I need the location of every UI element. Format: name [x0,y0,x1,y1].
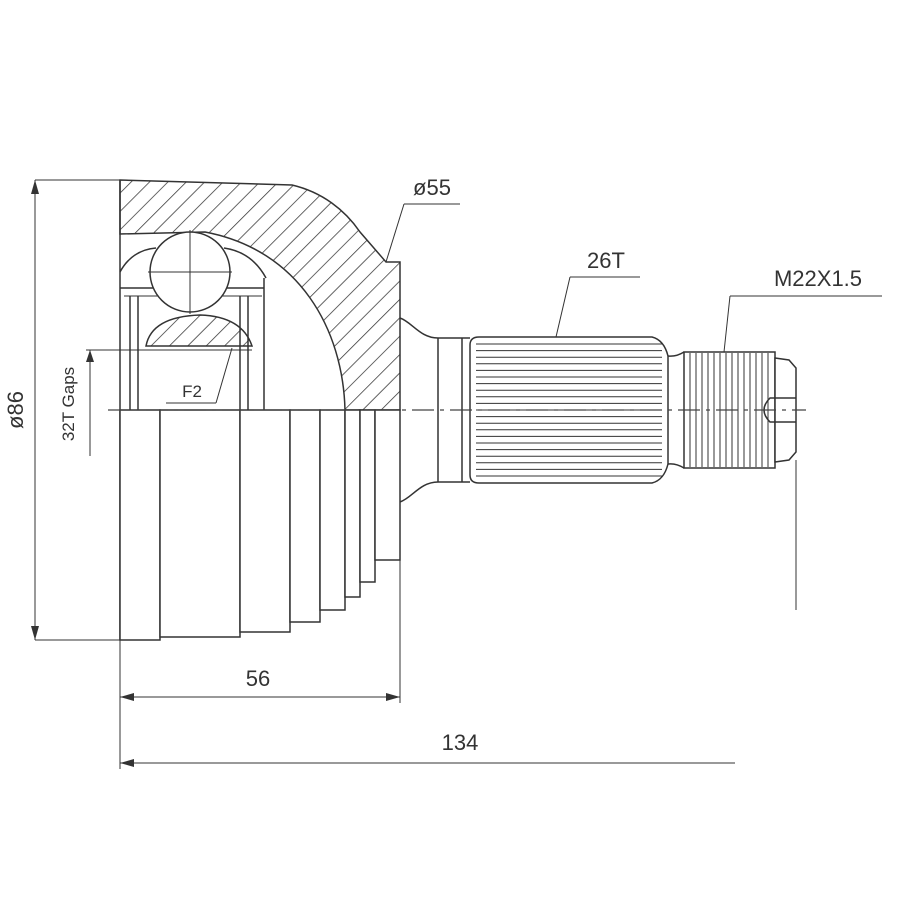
thread-callout: M22X1.5 [723,266,882,353]
neck-bottom [399,481,470,503]
spline-teeth-callout: 26T [555,248,640,338]
outer-diameter-dimension: ø86 [3,179,120,641]
housing-length-label: 56 [246,666,270,691]
arrow-up [86,350,94,362]
housing-band [289,409,321,623]
housing-band [344,409,361,598]
shaft-diameter-callout: ø55 [385,175,460,263]
shaft-diameter-label: ø55 [413,175,451,200]
total-length-label: 134 [442,730,479,755]
housing-band [239,409,291,633]
transition-bottom [667,463,685,469]
inner-race-hatched [145,314,254,347]
housing-band [119,409,161,641]
f2-callout: F2 [166,347,233,404]
inner-teeth-dimension: 32T Gaps [59,349,252,456]
outer-diameter-label: ø86 [3,391,28,429]
total-length-dimension: 134 [120,460,797,767]
f2-leader [215,347,233,404]
outer-housing [119,179,401,641]
ball-cage-assembly [119,230,267,410]
thread-label: M22X1.5 [774,266,862,291]
transition-top [667,351,685,357]
spline-teeth-label: 26T [587,248,625,273]
arrow-down [31,626,39,640]
callout-leader [723,295,731,353]
housing-band [374,409,401,561]
housing-band [319,409,346,611]
cage-arc-left [119,247,157,273]
arrow-right [386,693,400,701]
housing-band [359,409,376,583]
inner-teeth-label: 32T Gaps [59,367,78,441]
callout-leader [385,203,405,263]
housing-length-dimension: 56 [119,560,401,769]
neck-top [399,317,470,339]
arrow-left [120,759,134,767]
f2-label: F2 [182,382,202,401]
arrow-up [31,180,39,194]
callout-leader [555,276,571,338]
cage-arc-right [223,247,267,279]
housing-section-hatched [119,179,401,411]
housing-band [159,409,241,638]
arrow-left [120,693,134,701]
